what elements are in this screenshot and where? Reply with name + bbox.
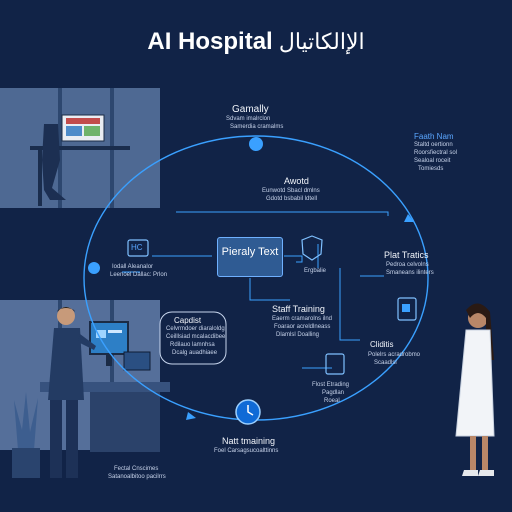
desk-top [30, 146, 130, 150]
node-topright-line4: Tomiesds [418, 166, 444, 172]
node-hc-title: HC [131, 243, 143, 252]
node-plat-title: Plat Tratics [384, 250, 429, 260]
node-clients-line1: Polelrs acradrobmo [368, 352, 421, 358]
loop-node-left [88, 262, 100, 274]
monitor-icon [397, 297, 417, 321]
node-hc-line2: Leenoel Dallac: Prlon [110, 272, 168, 278]
node-doc-title: Flost Etrading [312, 382, 350, 388]
node-topright-title: Faath Nam [414, 132, 454, 141]
node-doc-line1: Pagdlan [322, 390, 345, 396]
node-plat-line2: Smaneans ilinters [386, 270, 434, 276]
node-staff-line3: Dlamlsl Doalling [276, 332, 320, 338]
man-body [48, 328, 84, 400]
node-capdist-line1: Celvrmdoer diaraloldg [166, 326, 225, 332]
man-head [57, 307, 75, 325]
office-chair [42, 124, 66, 200]
node-shield-title: Ergbalie [304, 268, 327, 274]
node-awotd-title: Awotd [284, 176, 309, 186]
node-bottom-line1: Foel Carsagsucoalttinns [214, 448, 279, 454]
page-title: AI Hospital الإالكاتيال [0, 28, 512, 56]
node-doc-line2: Roeal [324, 398, 340, 404]
node-bottomleft-line1: Satanoalbitoo pacilrrs [108, 474, 166, 480]
monitor [89, 321, 129, 355]
desk-bottom [40, 382, 170, 392]
node-clients-line2: Scaadlsl [374, 360, 397, 366]
node-topright-line2: Roorsfiectral sol [414, 150, 458, 156]
node-bottomleft-title: Fectal Cnscimes [114, 466, 159, 472]
node-capdist-line4: Dcalg auadhiaee [172, 350, 218, 356]
document-icon [325, 353, 345, 375]
chat-bubble [159, 311, 227, 365]
tablet [123, 351, 151, 371]
node-staff-title: Staff Training [272, 304, 325, 314]
node-clients-title: Cliditis [370, 340, 394, 349]
node-staff-line1: Eaerm cramarolns ilnd [272, 316, 333, 322]
center-node: Pieraly Text [217, 237, 283, 277]
node-bottom-title: Natt tmaining [222, 436, 276, 446]
robot-icon [127, 239, 149, 257]
plant [14, 392, 38, 450]
node-awotd-line1: Eunwotd Sbacl dmlns [262, 188, 320, 194]
node-capdist-line2: Ceilllsiad mcalacdibee [166, 334, 226, 340]
node-hc-line1: Iodall Aleanalor [112, 264, 154, 270]
node-top-title: Gamally [232, 104, 269, 115]
loop-node-top [249, 137, 263, 151]
node-staff-line2: Foaraor acreldlneass [274, 324, 331, 330]
doctor-coat [455, 329, 495, 437]
node-topright-line1: Staltd oertionn [414, 142, 453, 148]
title-ar: الإالكاتيال [278, 29, 365, 54]
node-top-line2: Samerdia cramalms [230, 124, 284, 130]
title-en: AI Hospital [147, 28, 273, 55]
node-topright-line3: Sealoal roceit [414, 158, 451, 164]
node-awotd-line2: Gdotd bsbabil ldtell [266, 196, 318, 202]
node-capdist-line3: Rdilauo lamnhsa [170, 342, 215, 348]
shield-icon [301, 235, 323, 261]
node-top-line1: Sdvam imalrclon [226, 116, 271, 122]
node-plat-line1: Pedroa celvolns [386, 262, 429, 268]
node-capdist-title: Capdist [174, 316, 202, 325]
